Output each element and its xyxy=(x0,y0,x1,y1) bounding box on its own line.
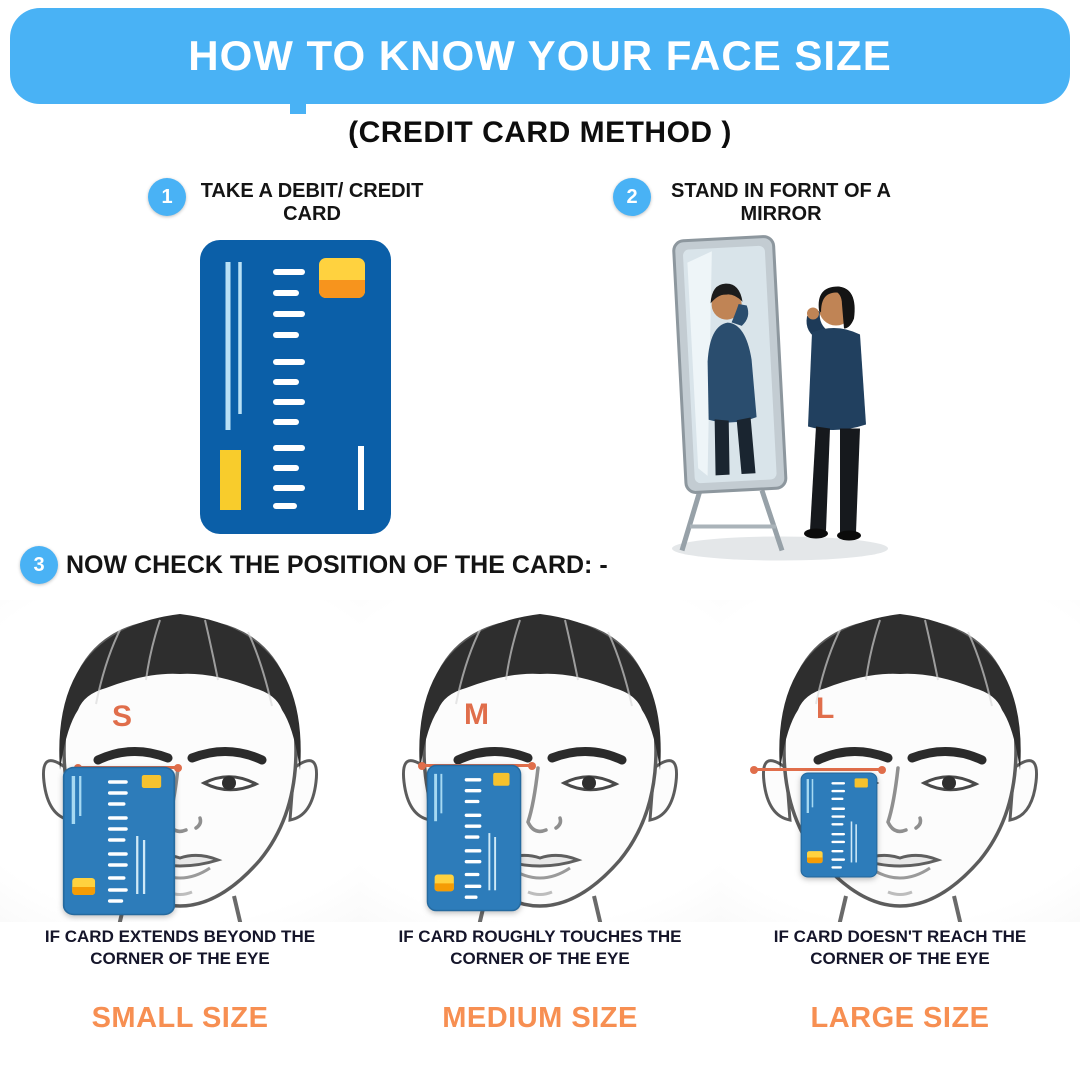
card-graphic xyxy=(800,772,878,878)
size-letter-small: S xyxy=(112,700,133,733)
size-label-small: SMALL SIZE xyxy=(91,1002,269,1034)
man-and-mirror-graphic xyxy=(660,228,900,564)
card-graphic xyxy=(62,766,176,916)
size-label-large: LARGE SIZE xyxy=(810,1002,990,1034)
caption-medium-text: IF CARD ROUGHLY TOUCHES THE CORNER OF TH… xyxy=(398,927,682,969)
header-banner: HOW TO KNOW YOUR FACE SIZE xyxy=(10,8,1070,104)
card-overlay-small xyxy=(62,766,176,916)
face-outline-graphic xyxy=(360,600,720,922)
size-letter-large: L xyxy=(816,692,835,725)
caption-small: IF CARD EXTENDS BEYOND THE CORNER OF THE… xyxy=(0,926,360,970)
page-title: HOW TO KNOW YOUR FACE SIZE xyxy=(188,32,892,79)
caption-medium: IF CARD ROUGHLY TOUCHES THE CORNER OF TH… xyxy=(360,926,720,970)
caption-small-text: IF CARD EXTENDS BEYOND THE CORNER OF THE… xyxy=(44,927,316,969)
step-2-label: STAND IN FORNT OF A MIRROR xyxy=(671,180,891,225)
credit-card-graphic xyxy=(198,238,393,536)
face-panel-small: S xyxy=(0,600,360,922)
caption-large-text: IF CARD DOESN'T REACH THE CORNER OF THE … xyxy=(773,927,1027,969)
face-panel-large: L xyxy=(720,600,1080,922)
caption-large: IF CARD DOESN'T REACH THE CORNER OF THE … xyxy=(720,926,1080,970)
card-overlay-medium xyxy=(426,764,522,912)
mirror-illustration xyxy=(660,228,900,564)
card-graphic xyxy=(426,764,522,912)
face-panel-medium: M xyxy=(360,600,720,922)
measure-line-large xyxy=(750,766,886,774)
face-outline-graphic xyxy=(0,600,360,922)
credit-card-illustration xyxy=(198,238,393,536)
size-label-medium: MEDIUM SIZE xyxy=(442,1002,638,1034)
face-outline-graphic xyxy=(720,600,1080,922)
step-2-badge: 2 xyxy=(613,178,651,216)
step-1-badge: 1 xyxy=(148,178,186,216)
step-1-label: TAKE A DEBIT/ CREDIT CARD xyxy=(200,180,424,225)
size-letter-medium: M xyxy=(464,698,489,731)
banner-tail-decoration xyxy=(290,98,306,114)
subtitle: (CREDIT CARD METHOD ) xyxy=(348,116,732,149)
step-3-label: NOW CHECK THE POSITION OF THE CARD: - xyxy=(66,551,608,579)
step-3-badge: 3 xyxy=(20,546,58,584)
card-overlay-large xyxy=(800,772,878,878)
